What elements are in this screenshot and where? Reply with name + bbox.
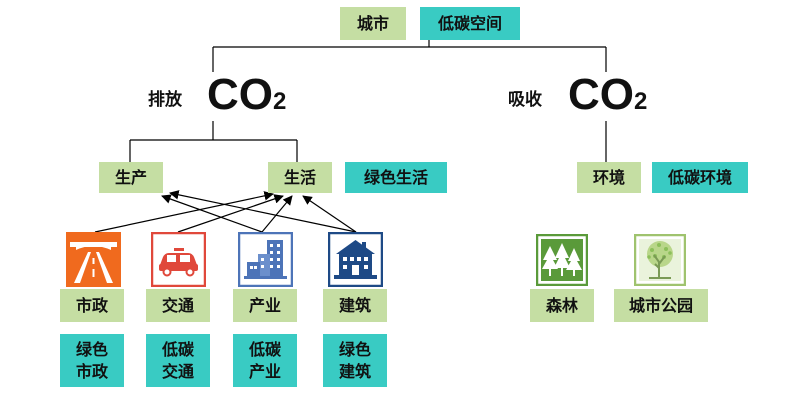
strategy-green-municipal-box: 绿色 市政	[60, 334, 124, 387]
sector-transport-box: 交通	[146, 289, 210, 322]
strategy-low-carbon-transport-box: 低碳 交通	[146, 334, 210, 387]
emission-label: 排放	[148, 90, 182, 110]
absorption-co2-sub: 2	[634, 88, 648, 115]
absorption-label: 吸收	[508, 90, 542, 110]
strategy-green-building-box: 绿色 建筑	[323, 334, 387, 387]
strategy-line: 产业	[248, 361, 281, 381]
sector-building-box: 建筑	[323, 289, 387, 322]
car-icon	[151, 232, 206, 287]
strategy-low-carbon-industry-box: 低碳 产业	[233, 334, 297, 387]
strategy-line: 绿色	[75, 339, 108, 359]
absorption-co2: CO2	[568, 70, 647, 120]
strategy-line: 绿色	[338, 339, 371, 359]
road-icon	[66, 232, 121, 287]
low-carbon-space-box: 低碳空间	[420, 7, 520, 40]
sector-municipal-box: 市政	[60, 289, 124, 322]
building-icon	[328, 232, 383, 287]
city-park-box: 城市公园	[614, 289, 708, 322]
strategy-line: 建筑	[338, 361, 371, 381]
forest-box: 森林	[530, 289, 594, 322]
environment-box: 环境	[577, 162, 641, 193]
emission-co2: CO2	[207, 70, 286, 120]
forest-icon	[536, 234, 588, 286]
arrow-industry-living	[261, 195, 293, 233]
arrow-transport-living	[177, 194, 284, 233]
strategy-line: 交通	[161, 361, 194, 381]
sector-industry-box: 产业	[233, 289, 297, 322]
production-box: 生产	[99, 162, 163, 193]
arrow-industry-production	[161, 194, 263, 233]
factory-icon	[238, 232, 293, 287]
park-tree-icon	[634, 234, 686, 286]
green-living-box: 绿色生活	[345, 162, 447, 193]
emission-co2-sub: 2	[273, 88, 287, 115]
emission-co2-main: CO	[207, 70, 273, 119]
arrow-building-living	[302, 195, 357, 233]
strategy-line: 市政	[75, 361, 108, 381]
arrow-building-production	[169, 190, 357, 233]
arrow-municipal-living	[94, 191, 274, 233]
absorption-co2-main: CO	[568, 70, 634, 119]
low-carbon-environment-box: 低碳环境	[652, 162, 748, 193]
strategy-line: 低碳	[161, 339, 194, 359]
city-box: 城市	[340, 7, 406, 40]
strategy-line: 低碳	[248, 339, 281, 359]
living-box: 生活	[268, 162, 332, 193]
